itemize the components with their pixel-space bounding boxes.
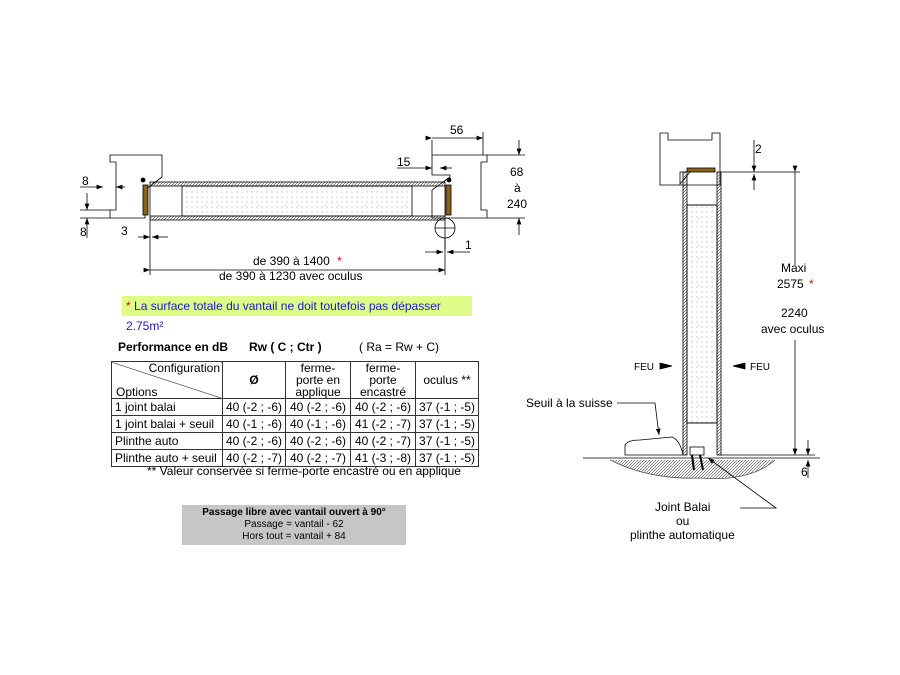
dim-8-top: 8 (82, 174, 89, 188)
dim-a: à (514, 181, 521, 195)
dim-3: 3 (121, 224, 128, 238)
dim-56: 56 (450, 123, 464, 137)
dim-68: 68 (510, 165, 524, 179)
performance-rw: Rw ( C ; Ctr ) (249, 340, 322, 354)
section-labels: 2 Maxi 2575 * 2240 avec oculus FEU FEU S… (526, 142, 824, 542)
oculus-label: avec oculus (761, 322, 824, 336)
leaf-top-skin (149, 181, 446, 187)
cell: 41 (-3 ; -8) (350, 449, 417, 467)
joint-label-1: Joint Balai (655, 500, 710, 514)
dim-8-bottom: 8 (80, 225, 87, 239)
leaf-core (181, 185, 413, 217)
passage-line-2: Hors tout = vantail + 84 (242, 531, 346, 542)
cell: 37 (-1 ; -5) (415, 432, 480, 450)
note-text: La surface totale du vantail ne doit tou… (126, 299, 441, 333)
dim-6: 6 (801, 465, 808, 479)
cell: 37 (-1 ; -5) (415, 415, 480, 433)
performance-ra: ( Ra = Rw + C) (359, 340, 440, 354)
column-header: oculus ** (415, 361, 480, 399)
row-option: Plinthe auto (111, 432, 223, 450)
cell: 40 (-2 ; -7) (350, 432, 417, 450)
column-header: Ø (221, 361, 287, 399)
cell: 40 (-2 ; -6) (285, 432, 352, 450)
left-wood-strip (142, 184, 149, 216)
leaf-bottom-skin (149, 215, 446, 221)
cell: 40 (-1 ; -6) (285, 415, 352, 433)
surface-note: * La surface totale du vantail ne doit t… (122, 296, 472, 333)
seuil-label: Seuil à la suisse (526, 396, 613, 410)
cell: 40 (-2 ; -6) (285, 398, 352, 416)
note-asterisk: * (126, 299, 131, 313)
cell: 40 (-2 ; -6) (350, 398, 417, 416)
feu-left: FEU (634, 362, 654, 373)
cell: 37 (-1 ; -5) (415, 449, 480, 467)
ground-hatch (609, 459, 776, 479)
leaf-core (686, 204, 718, 424)
dim-15: 15 (397, 155, 411, 169)
cell: 40 (-2 ; -6) (221, 432, 287, 450)
header-configuration: Configuration (148, 361, 220, 375)
dim-2: 2 (755, 142, 762, 156)
cell: 40 (-2 ; -7) (221, 449, 287, 467)
section-view (583, 132, 820, 509)
width-range-oculus: de 390 à 1230 avec oculus (219, 269, 362, 283)
swiss-threshold (624, 436, 684, 456)
cell: 40 (-1 ; -6) (221, 415, 287, 433)
leaf-skin-left (682, 171, 688, 456)
width-range: de 390 à 1400 (253, 254, 330, 268)
passage-title: Passage libre avec vantail ouvert à 90° (202, 507, 386, 518)
cell: 41 (-2 ; -7) (350, 415, 417, 433)
plan-view (80, 132, 525, 275)
dim-1: 1 (465, 238, 472, 252)
cell: 40 (-2 ; -6) (221, 398, 287, 416)
column-header: ferme-porte encastré (350, 361, 417, 399)
maxi-value: 2575 (777, 277, 804, 291)
leaf-skin-right (716, 171, 722, 456)
row-option: Plinthe auto + seuil (111, 449, 223, 467)
door-bottom-seal (689, 446, 705, 456)
joint-label-3: plinthe automatique (630, 528, 735, 542)
joint-label-2: ou (676, 514, 689, 528)
left-frame (109, 154, 163, 219)
table-footnote: ** Valeur conservée si ferme-porte encas… (147, 464, 461, 478)
cell: 37 (-1 ; -5) (415, 398, 480, 416)
passage-line-1: Passage = vantail - 62 (244, 519, 344, 530)
performance-title: Performance en dB (118, 340, 229, 354)
row-option: 1 joint balai (111, 398, 223, 416)
row-option: 1 joint balai + seuil (111, 415, 223, 433)
column-header: ferme-porte en applique (285, 361, 352, 399)
dim-240: 240 (507, 197, 527, 211)
maxi-label: Maxi (781, 261, 806, 275)
cell: 40 (-2 ; -7) (285, 449, 352, 467)
right-wood-strip (445, 184, 452, 216)
oculus-value: 2240 (781, 306, 808, 320)
head-frame (659, 132, 721, 186)
passage-box: Passage libre avec vantail ouvert à 90° … (182, 505, 406, 545)
right-frame (431, 154, 488, 219)
feu-right: FEU (750, 362, 770, 373)
width-asterisk: * (337, 254, 342, 268)
plan-dimension-labels: 56 15 68 à 240 8 8 3 1 de 390 à 1400 * d… (80, 123, 527, 283)
maxi-asterisk: * (809, 277, 814, 291)
header-options: Options (116, 385, 158, 399)
